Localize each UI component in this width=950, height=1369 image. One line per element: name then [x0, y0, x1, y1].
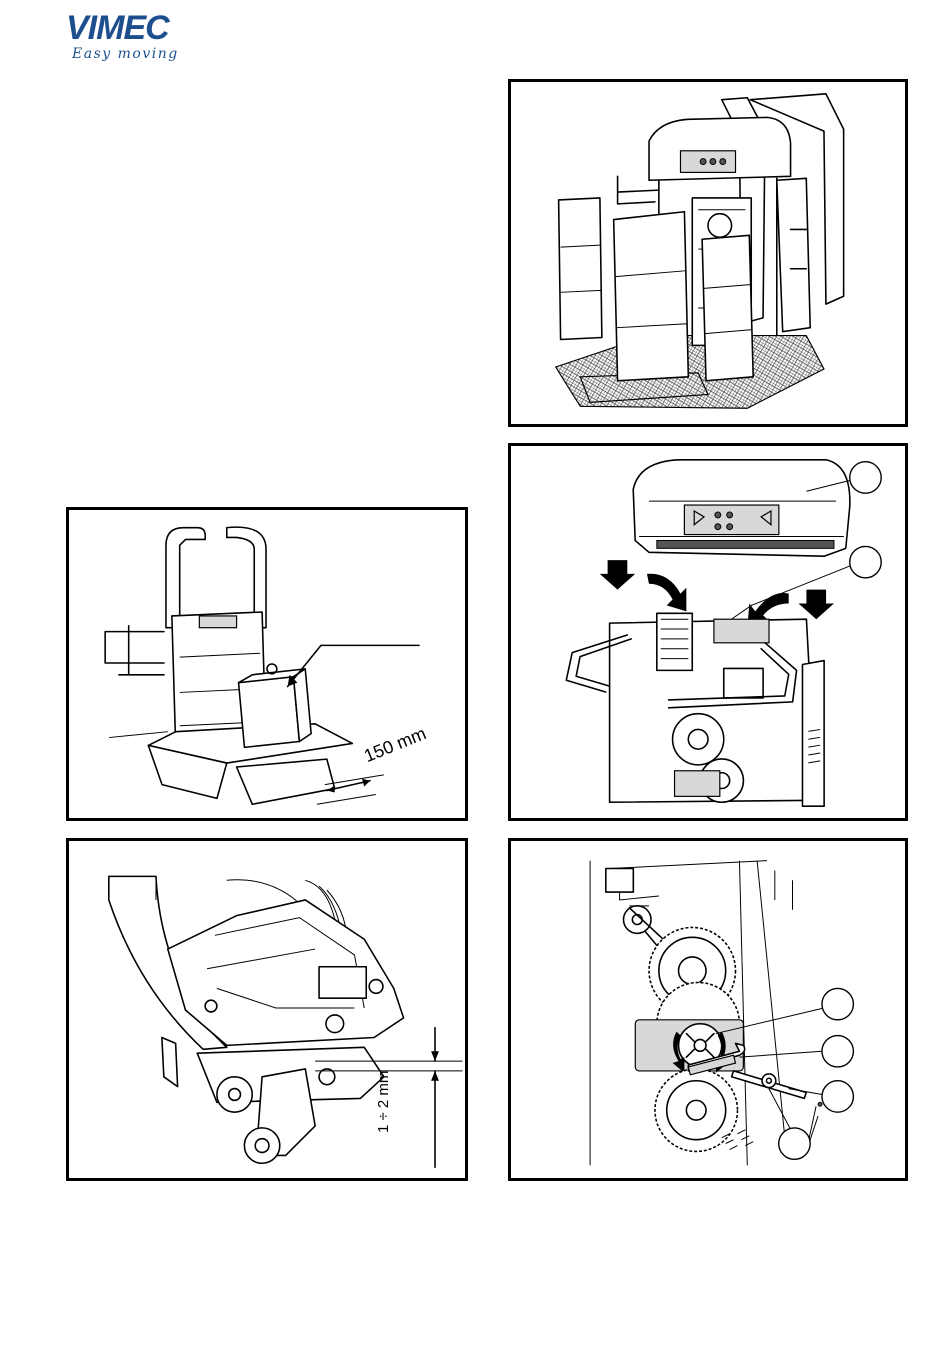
battery-block — [724, 668, 763, 698]
pin-washer — [762, 1074, 776, 1088]
test-weight — [239, 677, 300, 748]
arrow-curve-left-icon — [647, 574, 686, 612]
arrow-down-left-icon — [600, 560, 635, 590]
motor — [657, 613, 692, 670]
figure-gear-drive — [508, 838, 908, 1181]
cover-removal-illustration — [511, 446, 905, 818]
control-strip — [199, 616, 236, 628]
wall-rail — [105, 626, 164, 675]
load-test-illustration — [69, 510, 465, 818]
callout-circle-b — [822, 1036, 853, 1067]
top-bearing — [606, 869, 634, 893]
front-panel-right — [702, 235, 753, 380]
exploded-panels-illustration — [511, 82, 905, 424]
figure-skid-gap: 1 ÷ 2 mm — [66, 838, 468, 1181]
cover-rail — [657, 540, 834, 548]
figure-exploded-panels — [508, 79, 908, 427]
upper-sprocket — [624, 906, 652, 934]
dimension-1-2mm-label: 1 ÷ 2 mm — [375, 1071, 392, 1133]
right-arm-bracket — [777, 178, 810, 331]
callout-circle-2 — [850, 546, 881, 577]
callout-circle-d — [779, 1128, 810, 1159]
logo-wordmark: VIMEC — [66, 8, 169, 48]
side-panel-left — [559, 198, 602, 340]
platform-flap-front — [237, 759, 335, 804]
callout-circle-c — [822, 1081, 853, 1112]
handle-left — [166, 528, 205, 628]
callout-circle-1 — [850, 462, 881, 493]
vimec-logo: VIMEC Easy moving — [66, 6, 186, 68]
electronic-board — [714, 619, 769, 643]
skid-gap-illustration — [69, 841, 465, 1178]
figure-load-test: 150 mm — [66, 507, 468, 821]
drive-block — [675, 771, 720, 797]
weight-leader — [288, 645, 419, 686]
side-panel — [802, 661, 824, 807]
lower-wheel — [244, 1128, 279, 1163]
control-panel — [680, 151, 735, 173]
gear-drive-illustration — [511, 841, 905, 1178]
base-tray — [168, 900, 404, 1045]
gear-upper — [673, 714, 724, 765]
logo-tagline: Easy moving — [72, 46, 179, 62]
figure-cover-removal — [508, 443, 908, 821]
callout-leader-b — [739, 1051, 822, 1057]
roller-wheel — [217, 1077, 252, 1112]
front-panel-centre — [614, 212, 689, 381]
arrow-down-right-icon — [799, 590, 834, 620]
callout-circle-a — [822, 988, 853, 1019]
electrical-box — [319, 967, 366, 998]
